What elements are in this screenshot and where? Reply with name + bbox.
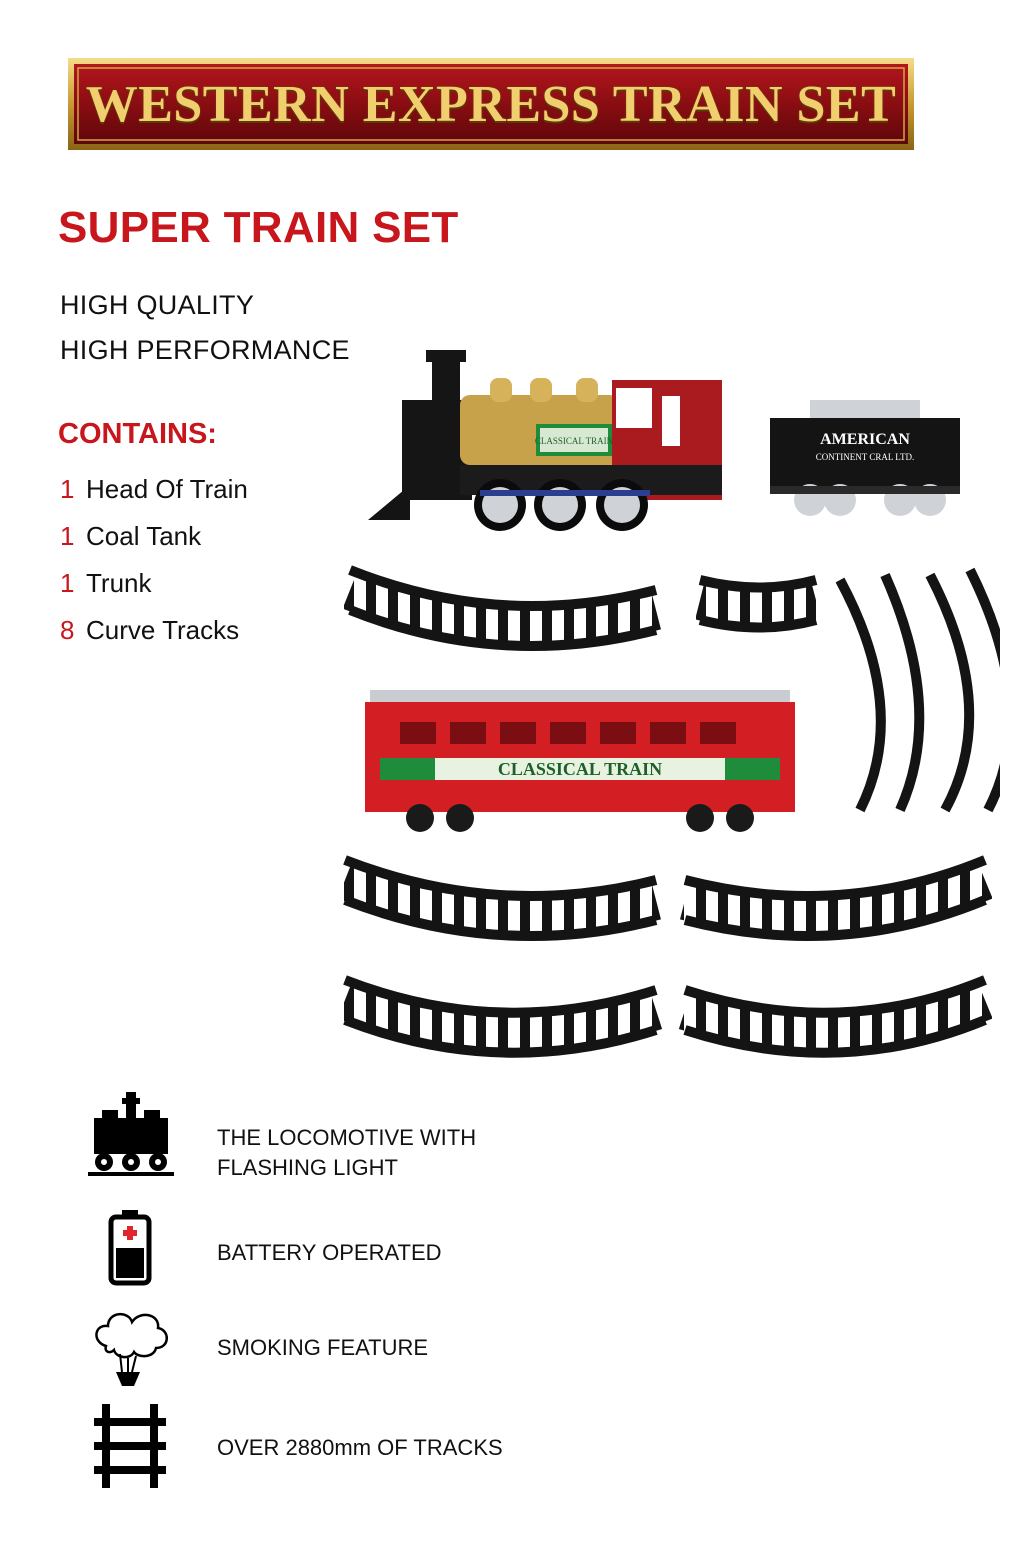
feature-smoking: SMOKING FEATURE <box>217 1333 428 1363</box>
curve-track <box>835 577 886 813</box>
feature-tracks: OVER 2880mm OF TRACKS <box>217 1433 503 1463</box>
item-label: Trunk <box>86 568 152 598</box>
feature-text-line: FLASHING LIGHT <box>217 1155 398 1180</box>
item-quantity: 8 <box>60 615 75 645</box>
item-quantity: 1 <box>60 521 75 551</box>
curve-track <box>925 572 975 813</box>
curve-track <box>340 981 663 1053</box>
list-item: 1 Head Of Train <box>60 474 248 521</box>
contents-list: 1 Head Of Train 1 Coal Tank 1 Trunk 8 Cu… <box>60 474 248 662</box>
feature-high-performance: HIGH PERFORMANCE <box>60 335 350 365</box>
battery-icon <box>108 1210 152 1286</box>
carriage-label: CLASSICAL TRAIN <box>498 759 662 779</box>
track-icon <box>94 1404 166 1488</box>
feature-text-line: BATTERY OPERATED <box>217 1240 442 1265</box>
curve-track <box>680 861 993 936</box>
locomotive-icon <box>88 1092 174 1176</box>
feature-text-line: SMOKING FEATURE <box>217 1335 429 1360</box>
banner-background <box>68 58 914 150</box>
feature-text-line: THE LOCOMOTIVE WITH <box>217 1125 477 1150</box>
item-quantity: 1 <box>60 568 75 598</box>
curve-track <box>695 580 822 628</box>
feature-battery: BATTERY OPERATED <box>217 1238 442 1268</box>
locomotive-label: CLASSICAL TRAIN <box>535 436 614 446</box>
feature-text-line: OVER 2880mm OF TRACKS <box>217 1435 503 1460</box>
tender-label-2: CONTINENT CRAL LTD. <box>816 452 914 462</box>
locomotive: CLASSICAL TRAIN <box>368 350 722 531</box>
item-quantity: 1 <box>60 474 75 504</box>
subtitle: SUPER TRAIN SET <box>58 203 459 252</box>
tender-label-1: AMERICAN <box>820 431 910 448</box>
curve-track <box>340 861 661 936</box>
banner-title: WESTERN EXPRESS TRAIN SET <box>85 75 897 133</box>
smoke-icon <box>95 1313 168 1386</box>
coal-tender: AMERICAN CONTINENT CRAL LTD. <box>770 400 960 516</box>
train-set-illustration: CLASSICAL TRAIN AMERICAN CONTINENT CRAL … <box>340 350 1000 1058</box>
item-label: Coal Tank <box>86 521 202 551</box>
list-item: 1 Trunk <box>60 568 248 615</box>
curve-track <box>342 571 661 646</box>
item-label: Head Of Train <box>86 474 248 504</box>
curve-track <box>678 981 993 1053</box>
list-item: 1 Coal Tank <box>60 521 248 568</box>
item-label: Curve Tracks <box>86 615 240 645</box>
feature-high-quality: HIGH QUALITY <box>60 290 255 320</box>
passenger-carriage: CLASSICAL TRAIN <box>365 690 795 832</box>
list-item: 8 Curve Tracks <box>60 615 248 662</box>
contains-title: CONTAINS: <box>58 418 217 450</box>
title-banner: WESTERN EXPRESS TRAIN SET <box>68 58 914 150</box>
feature-locomotive-light: THE LOCOMOTIVE WITH FLASHING LIGHT <box>217 1123 476 1183</box>
